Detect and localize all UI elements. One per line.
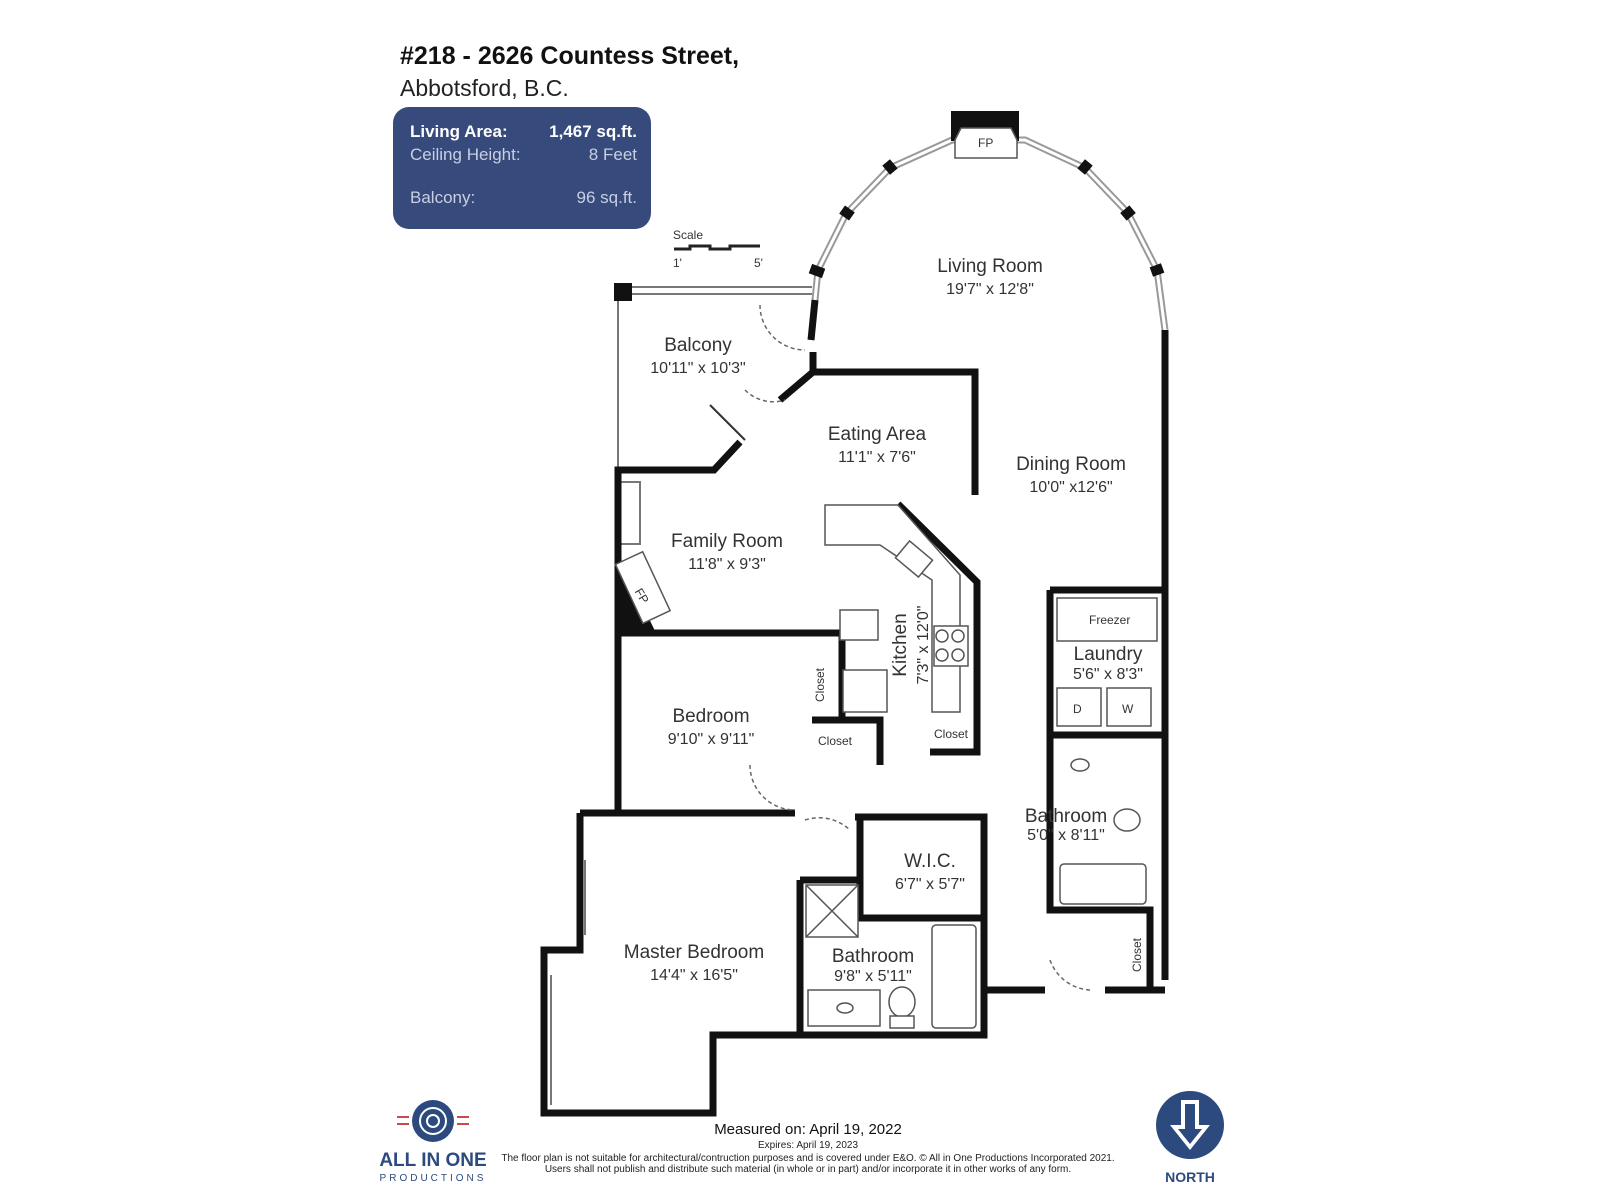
bathroom1-dims: 5'0" x 8'11" — [1027, 827, 1105, 844]
address-city: Abbotsford, B.C. — [400, 75, 569, 101]
family-room-dims: 11'8" x 9'3" — [688, 556, 766, 573]
living-area-row: Living Area: 1,467 sq.ft. — [410, 122, 637, 142]
family-room-name: Family Room — [671, 531, 783, 552]
balcony-name: Balcony — [664, 335, 732, 356]
ceiling-height-value: 8 Feet — [588, 145, 637, 164]
logo-subtext: PRODUCTIONS — [380, 1173, 487, 1184]
north-label: NORTH — [1165, 1169, 1215, 1185]
laundry-dims: 5'6" x 8'3" — [1073, 666, 1143, 683]
eating-area-name: Eating Area — [828, 424, 927, 445]
closet-label-bedroom: Closet — [813, 667, 827, 702]
living-room-dims: 19'7" x 12'8" — [946, 281, 1034, 298]
measured-date: Measured on: April 19, 2022 — [714, 1121, 902, 1138]
room-labels: Living Room 19'7" x 12'8" Balcony 10'11"… — [624, 256, 1143, 985]
expiry-date: Expires: April 19, 2023 — [758, 1140, 858, 1151]
bathroom1-name: Bathroom — [1025, 806, 1107, 827]
scale-label: Scale — [673, 228, 703, 242]
dining-room-dims: 10'0" x12'6" — [1029, 479, 1112, 496]
bedroom-name: Bedroom — [672, 706, 749, 727]
washer-label: W — [1122, 702, 1134, 716]
address-title: #218 - 2626 Countess Street, — [400, 42, 740, 70]
dining-room-name: Dining Room — [1016, 454, 1126, 475]
scale-bar: Scale 1' 5' — [673, 228, 763, 270]
eating-area-dims: 11'1" x 7'6" — [838, 449, 916, 466]
scale-right: 5' — [754, 256, 763, 270]
company-logo: ALL IN ONE PRODUCTIONS — [379, 1100, 487, 1184]
laundry-name: Laundry — [1074, 644, 1143, 665]
balcony-area-row: Balcony: 96 sq.ft. — [410, 188, 637, 208]
wic-name: W.I.C. — [904, 851, 956, 872]
closet-label-entry: Closet — [1130, 937, 1144, 972]
freezer-label: Freezer — [1089, 613, 1130, 627]
balcony-dims: 10'11" x 10'3" — [650, 360, 745, 377]
kitchen-name: Kitchen — [890, 613, 911, 676]
info-box: Living Area: 1,467 sq.ft. Ceiling Height… — [393, 107, 651, 229]
bay-window: FP — [808, 111, 1169, 331]
master-bedroom-name: Master Bedroom — [624, 942, 764, 963]
bathroom2-dims: 9'8" x 5'11" — [834, 968, 912, 985]
ceiling-height-label: Ceiling Height: — [410, 145, 521, 164]
wic-dims: 6'7" x 5'7" — [895, 876, 965, 893]
closet-label-hall: Closet — [818, 734, 853, 748]
family-fp-label: FP — [632, 586, 652, 606]
door-swings — [709, 304, 1091, 991]
balcony-area-label: Balcony: — [410, 188, 476, 207]
living-fp-label: FP — [978, 136, 993, 150]
balcony-area-value: 96 sq.ft. — [576, 188, 637, 207]
kitchen-dims: 7'3" x 12'0" — [915, 606, 932, 685]
dryer-label: D — [1073, 702, 1082, 716]
ceiling-height-row: Ceiling Height: 8 Feet — [410, 145, 637, 165]
disclaimer-line1: The floor plan is not suitable for archi… — [501, 1153, 1114, 1164]
master-bedroom-dims: 14'4" x 16'5" — [650, 967, 738, 984]
living-area-value: 1,467 sq.ft. — [549, 122, 637, 141]
disclaimer-line2: Users shall not publish and distribute s… — [545, 1164, 1071, 1175]
living-area-label: Living Area: — [410, 122, 508, 141]
logo-text: ALL IN ONE — [379, 1150, 486, 1171]
scale-left: 1' — [673, 256, 682, 270]
north-compass: NORTH — [1156, 1091, 1224, 1185]
fixtures — [614, 504, 1158, 1029]
bathroom2-name: Bathroom — [832, 946, 914, 967]
closet-label-kitchen: Closet — [934, 727, 969, 741]
living-room-name: Living Room — [937, 256, 1043, 277]
bedroom-dims: 9'10" x 9'11" — [668, 731, 755, 748]
